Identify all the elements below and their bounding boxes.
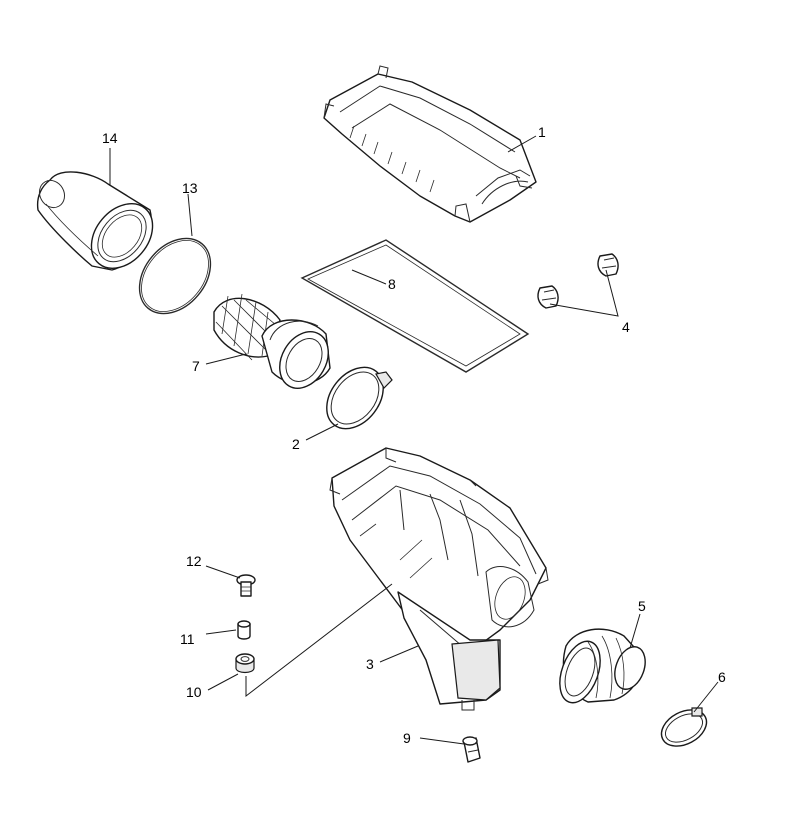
callout-6: 6 [718, 669, 726, 685]
callout-8: 8 [388, 276, 396, 292]
part-intake-boot [213, 293, 331, 389]
callout-2: 2 [292, 436, 300, 452]
part-clips [537, 253, 619, 309]
part-outlet-boot [559, 628, 646, 704]
part-grommet [235, 653, 255, 674]
callout-12: 12 [186, 553, 202, 569]
part-cone-filter [36, 171, 154, 271]
part-airbox-base [329, 447, 549, 711]
callout-13: 13 [182, 180, 198, 196]
part-hose-clamp-small [660, 707, 708, 747]
callout-4: 4 [622, 319, 630, 335]
callout-1: 1 [538, 124, 546, 140]
part-o-ring [138, 237, 212, 315]
part-screw [236, 574, 256, 597]
callout-7: 7 [192, 358, 200, 374]
part-airbox-cover [323, 65, 537, 223]
callout-11: 11 [180, 631, 195, 647]
leader-lines [109, 135, 719, 745]
callout-3: 3 [366, 656, 374, 672]
callouts: 1 2 3 4 5 6 7 8 9 10 11 12 13 14 [102, 124, 726, 746]
callout-5: 5 [638, 598, 646, 614]
part-drain-plug [462, 736, 481, 763]
callout-10: 10 [186, 684, 202, 700]
part-bushing [237, 620, 251, 640]
part-hose-clamp-large [326, 366, 393, 430]
callout-9: 9 [403, 730, 411, 746]
part-gasket [300, 239, 530, 373]
callout-14: 14 [102, 130, 118, 146]
